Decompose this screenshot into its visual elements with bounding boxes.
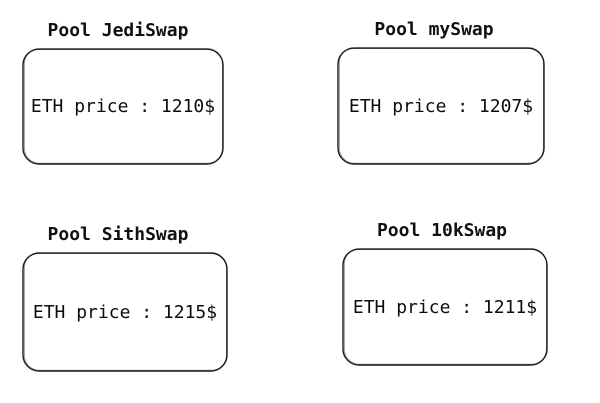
pool-price-text: ETH price : 1210$ [30, 96, 216, 117]
pool-title: Pool SithSwap [47, 224, 189, 245]
rounded-rect-shape [22, 252, 228, 372]
rounded-rect-shape [337, 47, 545, 165]
pool-title: Pool JediSwap [47, 20, 189, 41]
pool-box [342, 248, 548, 366]
pool-card-myswap: Pool mySwap ETH price : 1207$ [337, 19, 545, 165]
pool-box [22, 48, 224, 165]
pool-title: Pool mySwap [374, 19, 494, 40]
pool-card-jediswap: Pool JediSwap ETH price : 1210$ [22, 20, 224, 165]
pool-title: Pool 10kSwap [376, 220, 508, 241]
pool-box [337, 47, 545, 165]
pool-price-text: ETH price : 1215$ [32, 301, 218, 323]
rounded-rect-shape [342, 248, 548, 366]
pool-box [22, 252, 228, 372]
pool-card-sithswap: Pool SithSwap ETH price : 1215$ [22, 224, 228, 372]
rounded-rect-shape [22, 48, 224, 165]
pool-price-text: ETH price : 1211$ [352, 296, 538, 318]
pool-price-text: ETH price : 1207$ [348, 95, 534, 117]
pool-card-10kswap: Pool 10kSwap ETH price : 1211$ [342, 220, 548, 366]
